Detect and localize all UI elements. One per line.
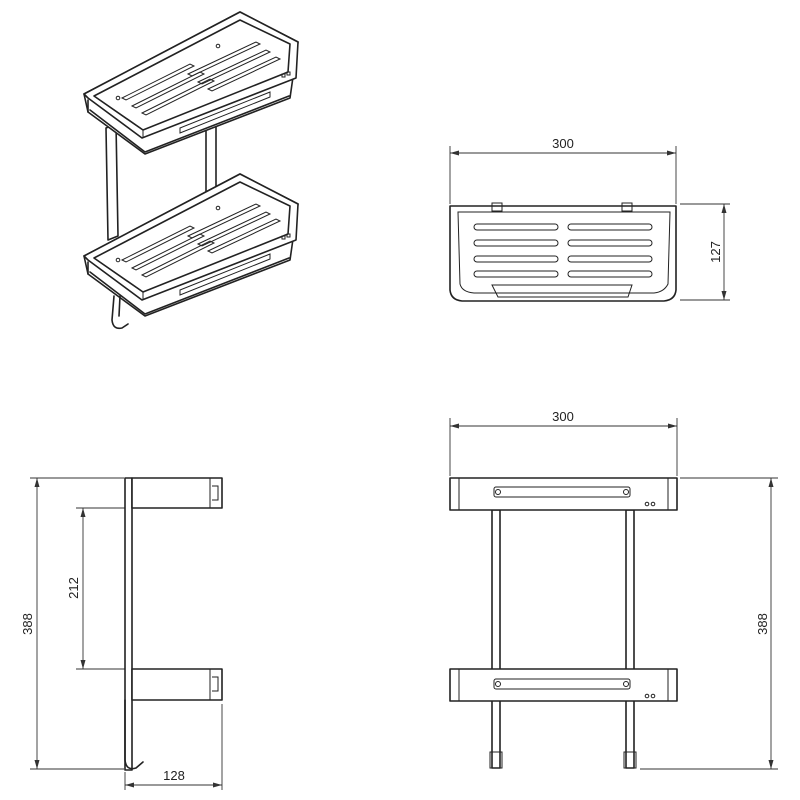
side-spacing-label: 212 [66, 577, 81, 599]
front-view: 300 388 [449, 409, 778, 770]
upper-basket-slots [120, 41, 282, 116]
top-depth-label: 127 [708, 241, 723, 263]
side-height-dimension: 388 [20, 477, 124, 770]
front-width-dimension: 300 [449, 409, 678, 476]
side-depth-dimension: 128 [124, 704, 223, 790]
side-hook [124, 699, 144, 770]
lower-basket [83, 173, 299, 317]
front-width-label: 300 [552, 409, 574, 424]
lower-basket-slots [120, 203, 282, 278]
upper-basket [83, 11, 299, 155]
top-depth-dimension: 127 [680, 203, 730, 301]
isometric-view [83, 11, 299, 330]
side-spacing-dimension: 212 [66, 507, 130, 670]
front-height-label: 388 [755, 613, 770, 635]
top-width-dimension: 300 [449, 136, 677, 204]
top-width-label: 300 [552, 136, 574, 151]
hook [111, 295, 129, 330]
top-view-slots [473, 223, 653, 278]
side-depth-label: 128 [163, 768, 185, 783]
side-height-label: 388 [20, 613, 35, 635]
front-height-dimension: 388 [640, 477, 778, 770]
top-view: 300 127 [449, 136, 730, 302]
side-view: 388 212 128 [20, 477, 223, 790]
